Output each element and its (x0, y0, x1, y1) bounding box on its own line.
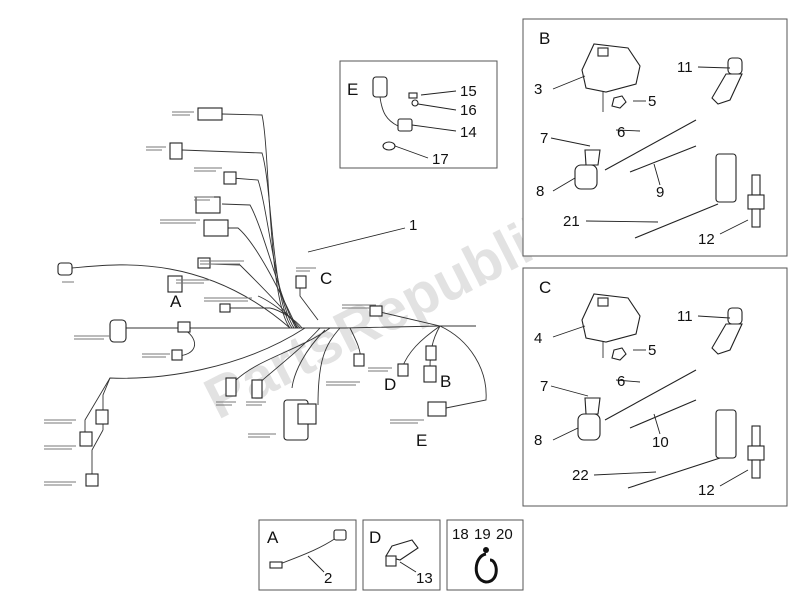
callout-b-8: 8 (536, 183, 544, 200)
callout-b-11: 11 (677, 59, 693, 76)
ht-lead-c (604, 369, 697, 421)
sleeve-c (629, 399, 697, 429)
connector-caption-marks (44, 111, 424, 486)
long-cap-b (634, 153, 737, 239)
callout-16: 16 (460, 102, 477, 119)
callout-13: 13 (416, 570, 433, 587)
callout-c-22: 22 (572, 467, 589, 484)
callout-19: 19 (474, 526, 491, 543)
callout-c-4: 4 (534, 330, 542, 347)
callout-b-6: 6 (617, 124, 625, 141)
cable-tie-part (474, 547, 498, 584)
callout-b-21: 21 (563, 213, 580, 230)
harness-letter-c: C (320, 269, 332, 288)
harness-letter-d: D (384, 375, 396, 394)
harness-letter-e: E (416, 431, 427, 450)
nut-c (611, 347, 627, 361)
suppressor-cap-b (574, 149, 601, 190)
callout-c-10: 10 (652, 434, 669, 451)
long-cap-c (627, 409, 737, 489)
callout-c-12: 12 (698, 482, 715, 499)
callout-15: 15 (460, 83, 477, 100)
watermark: PartsRepublik (194, 196, 572, 431)
box-b-letter: B (539, 29, 550, 48)
callout-c-7: 7 (540, 378, 548, 395)
suppressor-cap-c (577, 397, 601, 441)
callout-14: 14 (460, 124, 477, 141)
callout-c-8: 8 (534, 432, 542, 449)
sleeve-b (629, 145, 697, 173)
harness-letter-b: B (440, 372, 451, 391)
callout-b-5: 5 (648, 93, 656, 110)
box-c-letter: C (539, 278, 551, 297)
callout-c-6: 6 (617, 373, 625, 390)
harness-letter-a: A (170, 292, 182, 311)
box-e-letter: E (347, 80, 358, 99)
callout-b-9: 9 (656, 184, 664, 201)
callout-c-5: 5 (648, 342, 656, 359)
callout-18: 18 (452, 526, 469, 543)
ignition-coil-b (581, 43, 641, 112)
callout-1: 1 (409, 217, 417, 234)
cable-part-2 (269, 529, 347, 569)
detail-box-e (339, 60, 498, 169)
bracket-part-13 (385, 539, 419, 567)
callout-b-12: 12 (698, 231, 715, 248)
detail-box-b (522, 18, 788, 257)
spark-plug-b (747, 174, 765, 228)
bottom-box-a-letter: A (267, 528, 279, 547)
ht-lead-b (604, 119, 697, 171)
callout-20: 20 (496, 526, 513, 543)
ignition-coil-c (581, 293, 641, 358)
callout-b-3: 3 (534, 81, 542, 98)
callout-c-11: 11 (677, 308, 693, 325)
spark-plug-c (747, 425, 765, 479)
harness-connectors (57, 107, 447, 487)
callout-17: 17 (432, 151, 449, 168)
callout-2: 2 (324, 570, 332, 587)
nut-b (611, 95, 627, 109)
spark-plug-cap-c (711, 307, 743, 355)
callout-1-leader (307, 227, 406, 253)
callout-b-7: 7 (540, 130, 548, 147)
spark-plug-cap-b (711, 57, 743, 105)
detail-box-c (522, 267, 788, 507)
bottom-box-d-letter: D (369, 528, 381, 547)
